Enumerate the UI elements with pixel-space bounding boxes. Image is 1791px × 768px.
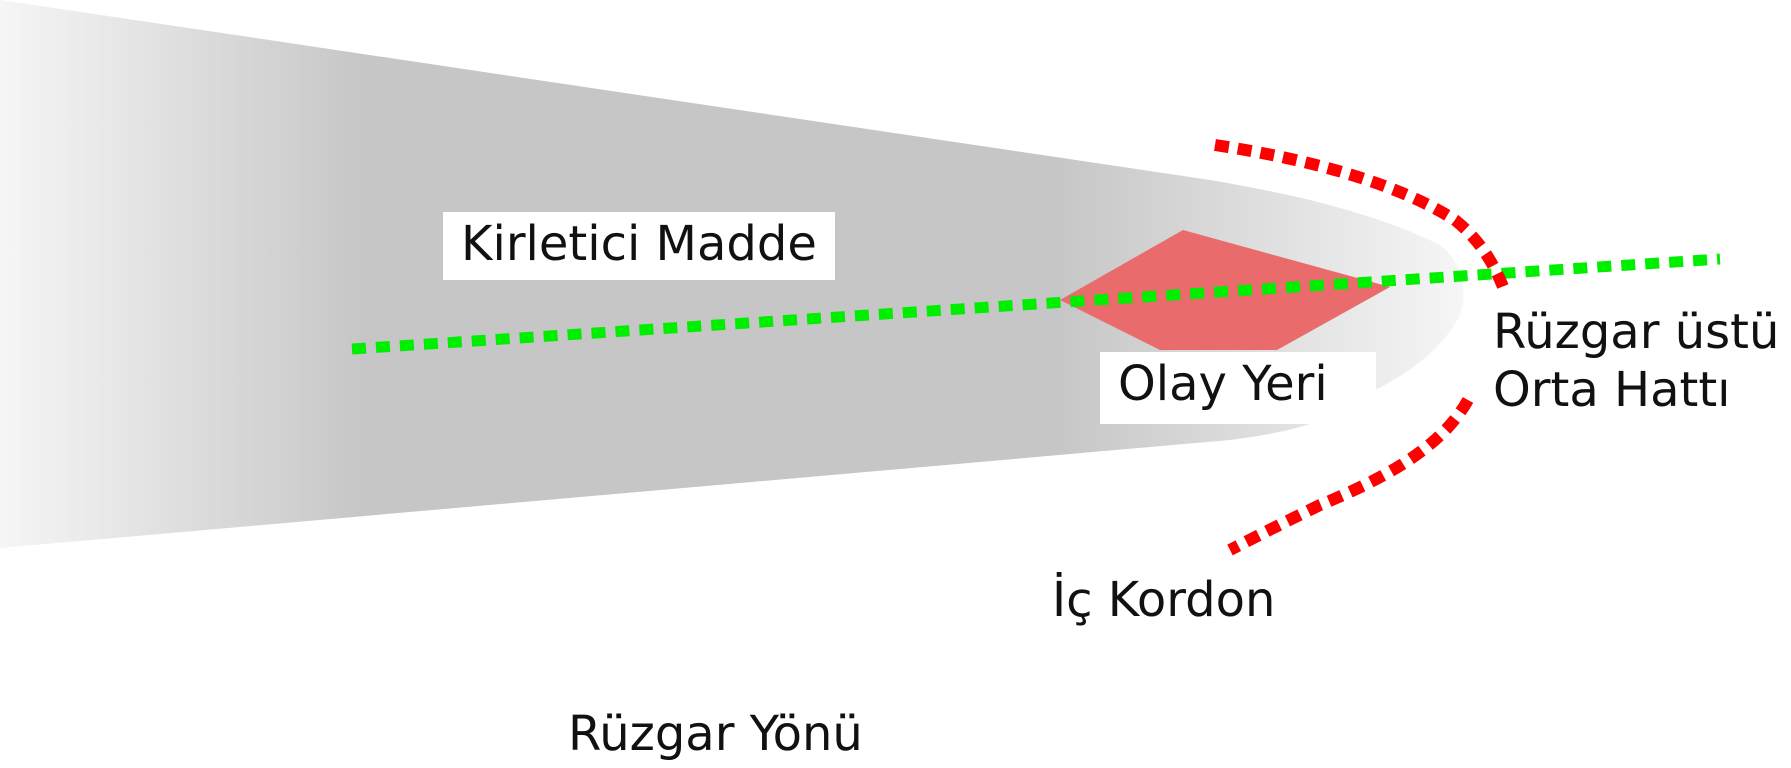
incident-site-label: Olay Yeri (1100, 352, 1376, 424)
wind-direction-label: Rüzgar Yönü (568, 706, 863, 762)
inner-cordon-arc-upper (1214, 139, 1511, 295)
inner-cordon-label: İç Kordon (1052, 572, 1276, 628)
pollutant-label: Kirletici Madde (443, 212, 835, 280)
upwind-centerline-label-line2: Orta Hattı (1493, 362, 1731, 418)
upwind-centerline (351, 253, 1721, 355)
upwind-centerline-label-line1: Rüzgar üstü (1493, 304, 1780, 360)
inner-cordon-arc-lower (1227, 396, 1474, 556)
